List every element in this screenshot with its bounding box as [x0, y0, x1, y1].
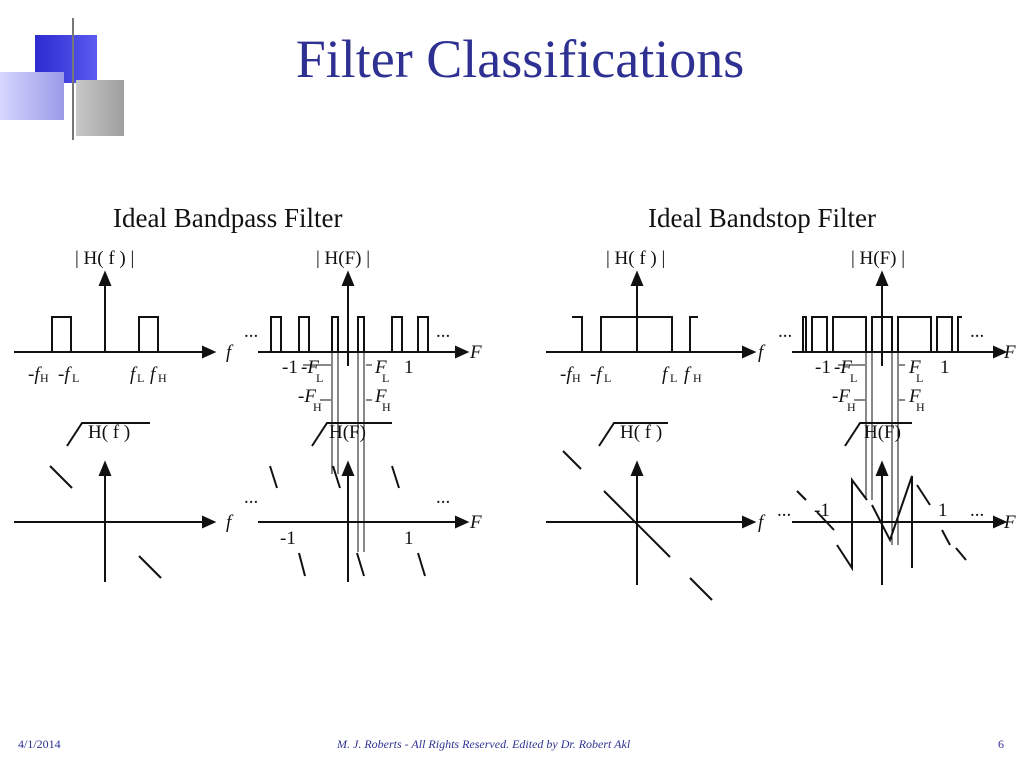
- bandpass-ellipsis-left: ...: [244, 321, 258, 342]
- bandstop-mag-f-label: | H( f ) |: [606, 248, 665, 269]
- bandstop-phase-tick-neg-one: -1: [814, 500, 830, 521]
- bandstop-title: Ideal Bandstop Filter: [648, 203, 876, 233]
- bandstop-axis-f: f: [758, 342, 766, 363]
- filter-diagram: | H( f ) | | H(F) | f F ... ... -f H -f …: [14, 248, 1016, 601]
- tick-sub-L: L: [670, 371, 677, 385]
- tick-neg-one: -1: [815, 357, 831, 378]
- footer-page-number: 6: [998, 737, 1004, 751]
- tick-sub-L: L: [382, 371, 389, 385]
- tick-neg-FH: -F: [832, 386, 850, 407]
- bandpass-phase-axis-F: F: [469, 512, 482, 533]
- tick-one: 1: [940, 357, 950, 378]
- bandstop-phase-axis-f: f: [758, 512, 766, 533]
- bandstop-phase-tick-one: 1: [938, 500, 948, 521]
- bandpass-ellipsis-right: ...: [436, 321, 450, 342]
- bandstop-axis-F: F: [1003, 342, 1016, 363]
- corner-decoration: [0, 0, 140, 140]
- bandstop-ellipsis-right: ...: [970, 321, 984, 342]
- tick-neg-FL: -F: [301, 357, 319, 378]
- bandpass-phase-ellipsis-left: ...: [244, 487, 258, 508]
- tick-sub-H: H: [40, 371, 49, 385]
- bandpass-phase-f-label: H( f ): [88, 422, 130, 443]
- tick-neg-one: -1: [282, 357, 298, 378]
- tick-sub-H: H: [572, 371, 581, 385]
- bandpass-axis-f: f: [226, 342, 234, 363]
- bandpass-phase-tick-neg-one: -1: [280, 528, 296, 549]
- tick-neg-FL: -F: [834, 357, 852, 378]
- footer-date: 4/1/2014: [18, 737, 61, 751]
- bandstop-phase-F-label: H(F): [864, 422, 901, 443]
- tick-neg-fL: -f: [58, 364, 72, 385]
- bandpass-phase-ellipsis-right: ...: [436, 487, 450, 508]
- tick-FL: F: [908, 357, 921, 378]
- bandpass-phase-F-label: H(F): [329, 422, 366, 443]
- tick-sub-L: L: [316, 371, 323, 385]
- bandpass-title: Ideal Bandpass Filter: [113, 203, 343, 233]
- bandstop-phase-ellipsis-left: ...: [777, 500, 791, 521]
- bandpass-phase-axis-f: f: [226, 512, 234, 533]
- tick-neg-FH: -F: [298, 386, 316, 407]
- tick-sub-H: H: [158, 371, 167, 385]
- bandstop-phase-f-label: H( f ): [620, 422, 662, 443]
- tick-fL: f: [130, 364, 138, 385]
- footer-credit: M. J. Roberts - All Rights Reserved. Edi…: [337, 737, 631, 751]
- tick-sub-H: H: [382, 400, 391, 414]
- tick-fL: f: [662, 364, 670, 385]
- tick-sub-H: H: [916, 400, 925, 414]
- tick-FH: F: [908, 386, 921, 407]
- tick-FH: F: [374, 386, 387, 407]
- bandstop-ellipsis-left: ...: [778, 321, 792, 342]
- tick-neg-fH: -f: [28, 364, 42, 385]
- tick-neg-fL: -f: [590, 364, 604, 385]
- slide-title: Filter Classifications: [295, 29, 745, 89]
- tick-one: 1: [404, 357, 414, 378]
- tick-sub-L: L: [850, 371, 857, 385]
- bandpass-mag-f-label: | H( f ) |: [75, 248, 134, 269]
- bandstop-phase-ellipsis-right: ...: [970, 500, 984, 521]
- tick-fH: f: [150, 364, 158, 385]
- tick-sub-L: L: [72, 371, 79, 385]
- bandstop-mag-F-label: | H(F) |: [851, 248, 905, 269]
- tick-sub-H: H: [313, 400, 322, 414]
- tick-sub-L: L: [604, 371, 611, 385]
- bandstop-phase-axis-F: F: [1003, 512, 1016, 533]
- tick-neg-fH: -f: [560, 364, 574, 385]
- tick-sub-L: L: [916, 371, 923, 385]
- bandpass-axis-F: F: [469, 342, 482, 363]
- tick-sub-H: H: [693, 371, 702, 385]
- bandpass-mag-F-label: | H(F) |: [316, 248, 370, 269]
- tick-sub-L: L: [137, 371, 144, 385]
- bandpass-phase-tick-one: 1: [404, 528, 414, 549]
- tick-FL: F: [374, 357, 387, 378]
- tick-sub-H: H: [847, 400, 856, 414]
- tick-fH: f: [684, 364, 692, 385]
